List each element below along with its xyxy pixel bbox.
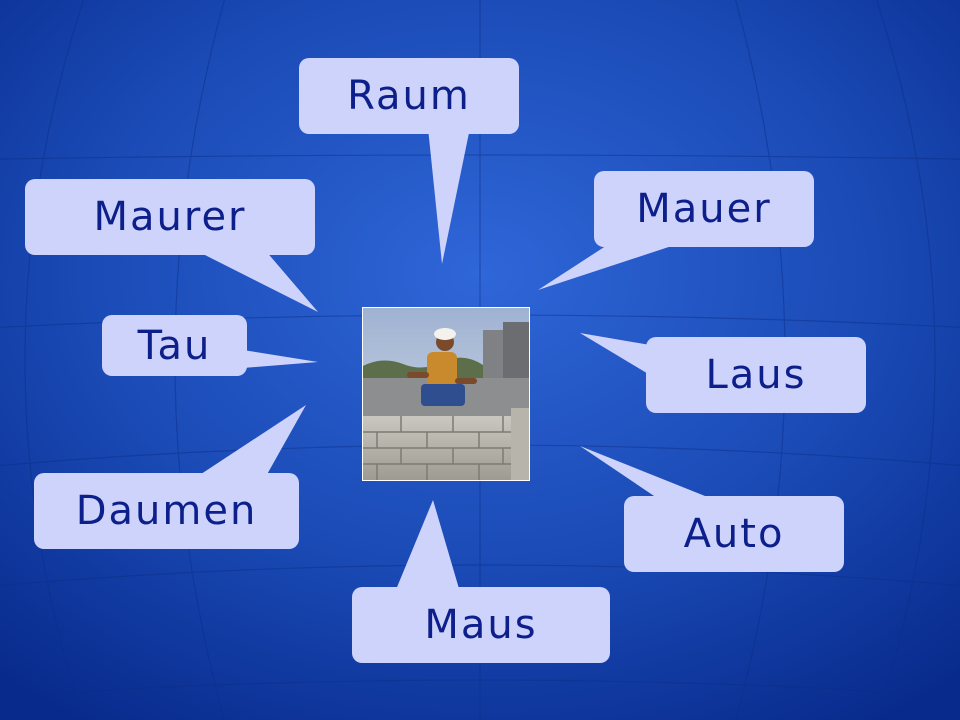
bubble-tails — [195, 128, 715, 592]
tail-daumen — [195, 405, 306, 478]
tail-auto — [580, 446, 715, 500]
mason-photo — [362, 307, 530, 481]
word-bubble-maus: Maus — [352, 587, 610, 663]
word-bubble-maurer: Maurer — [25, 179, 315, 255]
tail-mauer — [538, 240, 690, 290]
tail-laus — [580, 333, 650, 375]
word-bubble-tau: Tau — [102, 315, 247, 376]
word-bubble-daumen: Daumen — [34, 473, 299, 549]
tail-maus — [395, 500, 460, 592]
mason-illustration — [363, 308, 529, 480]
tail-raum — [428, 128, 470, 264]
word-bubble-laus: Laus — [646, 337, 866, 413]
tail-tau — [243, 350, 318, 368]
word-bubble-auto: Auto — [624, 496, 844, 572]
tail-maurer — [195, 250, 318, 312]
word-bubble-mauer: Mauer — [594, 171, 814, 247]
word-bubble-raum: Raum — [299, 58, 519, 134]
